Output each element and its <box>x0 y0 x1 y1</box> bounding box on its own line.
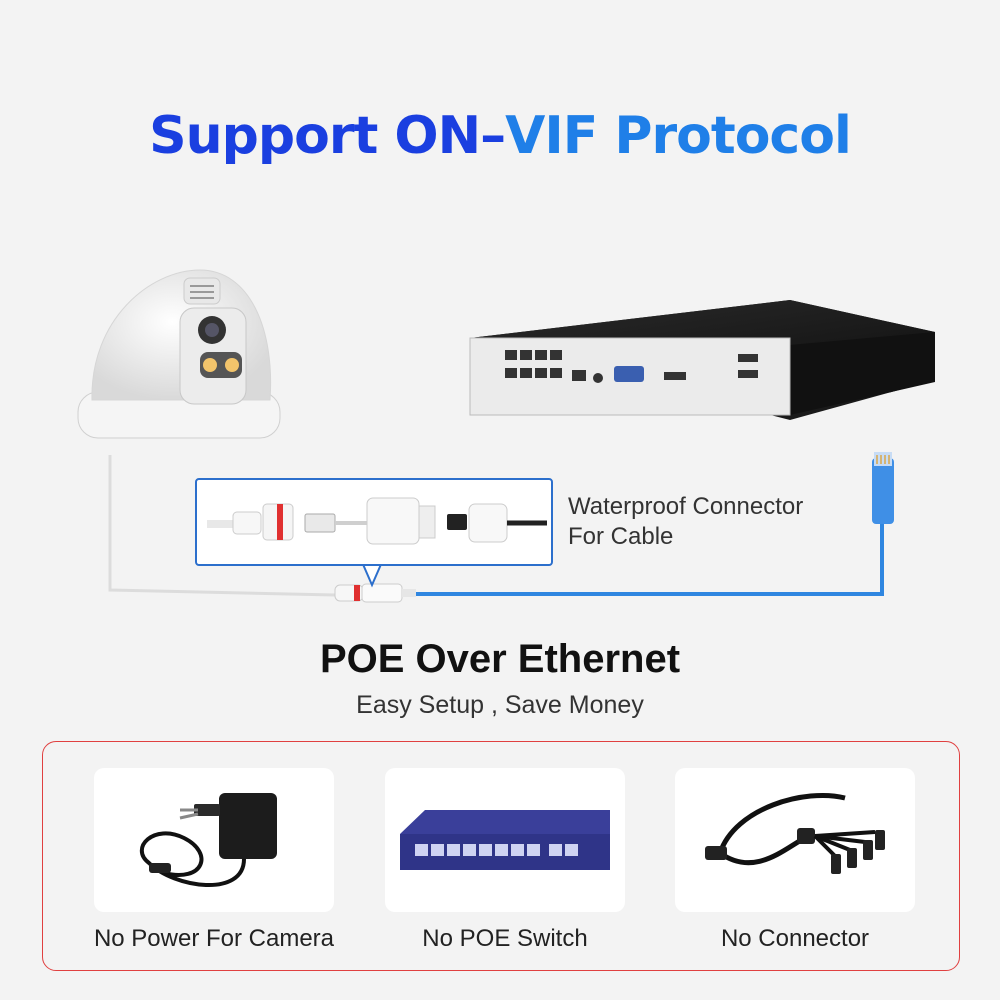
connector-detail-box <box>195 478 553 566</box>
title-dash: – <box>480 106 506 166</box>
rj45-plug-icon <box>872 452 894 524</box>
page-title: Support ON–VIF Protocol <box>0 100 1000 172</box>
title-part-1: Support ON <box>149 106 481 166</box>
feature-label-power: No Power For Camera <box>93 925 335 952</box>
poe-title: POE Over Ethernet <box>319 637 681 681</box>
feature-card-connector <box>675 768 915 912</box>
title-part-2: VIF Protocol <box>505 106 852 166</box>
connector-caption-line-1: Waterproof Connector <box>568 493 804 520</box>
product-illustration <box>0 240 1000 620</box>
feature-card-switch <box>385 768 625 912</box>
connector-caption-line-2: For Cable <box>568 523 674 550</box>
power-adapter-icon <box>140 793 277 888</box>
poe-subtitle: Easy Setup , Save Money <box>356 691 644 719</box>
poe-switch-icon <box>400 810 610 870</box>
splitter-cable-icon <box>705 792 885 874</box>
feature-label-switch: No POE Switch <box>422 925 588 952</box>
nvr-recorder-icon <box>469 300 935 420</box>
junction-connector-icon <box>334 583 416 603</box>
feature-label-connector: No Connector <box>720 925 870 952</box>
waterproof-connector-icon <box>207 497 547 545</box>
connector-caption: Waterproof Connector For Cable <box>568 492 868 552</box>
feature-card-power <box>94 768 334 912</box>
dome-camera-icon <box>77 269 281 439</box>
